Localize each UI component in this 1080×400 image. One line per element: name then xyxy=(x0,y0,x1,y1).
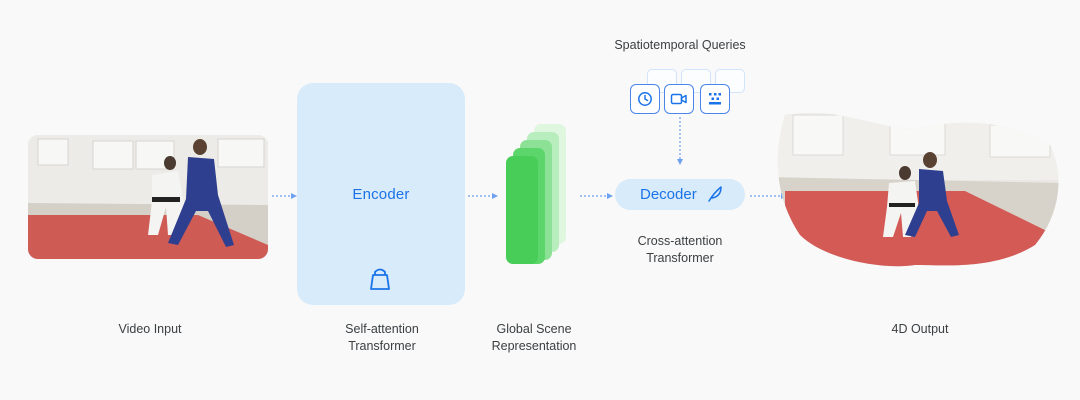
shopping-bag-icon xyxy=(370,268,390,290)
decoder-label: Decoder xyxy=(640,186,697,203)
output-label: 4D Output xyxy=(891,322,949,336)
decoder-pill xyxy=(615,179,745,210)
query-camera xyxy=(664,84,694,114)
query-clock xyxy=(630,84,660,114)
decoder-caption-line1: Cross-attention xyxy=(637,234,723,248)
encoder-label: Encoder xyxy=(352,186,410,203)
decoder-caption: Cross-attention Transformer xyxy=(620,233,740,267)
decoder-caption-line2: Transformer xyxy=(646,251,714,265)
feather-icon xyxy=(708,186,722,202)
video-frame-image xyxy=(28,135,268,259)
scene-representation-caption: Global Scene Representation xyxy=(474,321,594,355)
video-input-frame xyxy=(28,135,268,259)
video-input-label: Video Input xyxy=(118,322,182,336)
scene-caption-line2: Representation xyxy=(491,339,577,353)
video-camera-icon xyxy=(670,93,687,105)
queries-title: Spatiotemporal Queries xyxy=(614,38,746,52)
output-4d-view xyxy=(777,112,1059,267)
encoder-caption: Self-attention Transformer xyxy=(317,321,447,355)
pixel-grid-icon xyxy=(709,93,721,105)
encoder-box xyxy=(297,83,465,305)
scene-representation-stack xyxy=(506,124,566,264)
encoder-caption-line2: Transformer xyxy=(348,339,416,353)
scene-caption-line1: Global Scene xyxy=(496,322,572,336)
encoder-caption-line1: Self-attention xyxy=(345,322,419,336)
feature-layer-0 xyxy=(506,156,538,264)
clock-icon xyxy=(638,92,652,106)
output-scene xyxy=(777,112,1059,267)
query-back-card-3 xyxy=(715,69,745,93)
query-grid xyxy=(700,84,730,114)
